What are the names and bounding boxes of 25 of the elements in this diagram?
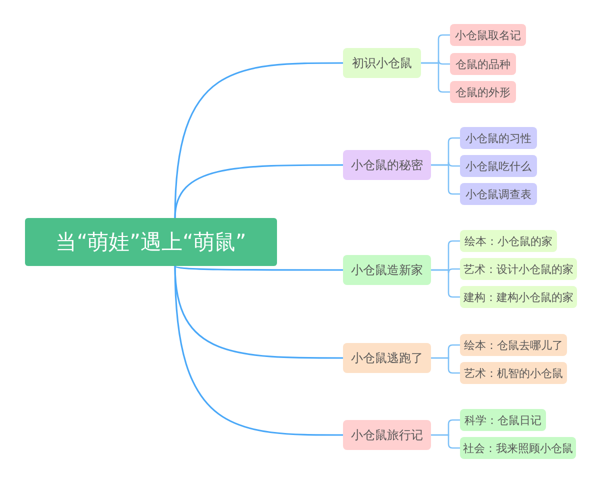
connector-line xyxy=(431,357,460,374)
subtopic-box: 科学：仓鼠日记 xyxy=(460,409,546,431)
subtopic-box: 仓鼠的外形 xyxy=(450,81,516,103)
connector-line xyxy=(174,164,343,218)
connector-line xyxy=(174,266,343,436)
subtopic-box: 小仓鼠调查表 xyxy=(460,183,537,205)
branch-topic-box: 小仓鼠旅行记 xyxy=(343,420,431,450)
subtopic-box: 小仓鼠吃什么 xyxy=(460,155,537,177)
subtopic-box: 绘本：仓鼠去哪儿了 xyxy=(460,334,567,356)
connector-line xyxy=(174,265,343,271)
subtopic-box: 艺术：设计小仓鼠的家 xyxy=(460,258,577,280)
branch-topic-box: 初识小仓鼠 xyxy=(343,48,421,78)
subtopic-box: 小仓鼠的习性 xyxy=(460,127,537,149)
branch-topic-box: 小仓鼠逃跑了 xyxy=(343,343,431,373)
connector-line xyxy=(174,62,343,218)
subtopic-box: 艺术：机智的小仓鼠 xyxy=(460,362,567,384)
subtopic-box: 小仓鼠取名记 xyxy=(450,24,526,46)
subtopic-box: 社会：我来照顾小仓鼠 xyxy=(460,437,576,459)
connector-line xyxy=(431,434,460,449)
branch-topic-box: 小仓鼠的秘密 xyxy=(343,150,431,180)
branch-topic-box: 小仓鼠造新家 xyxy=(343,255,431,285)
subtopic-box: 建构：建构小仓鼠的家 xyxy=(460,286,577,308)
central-topic-box: 当“萌娃”遇上“萌鼠” xyxy=(25,218,277,266)
subtopic-box: 绘本：小仓鼠的家 xyxy=(460,230,557,252)
subtopic-box: 仓鼠的品种 xyxy=(450,53,516,75)
